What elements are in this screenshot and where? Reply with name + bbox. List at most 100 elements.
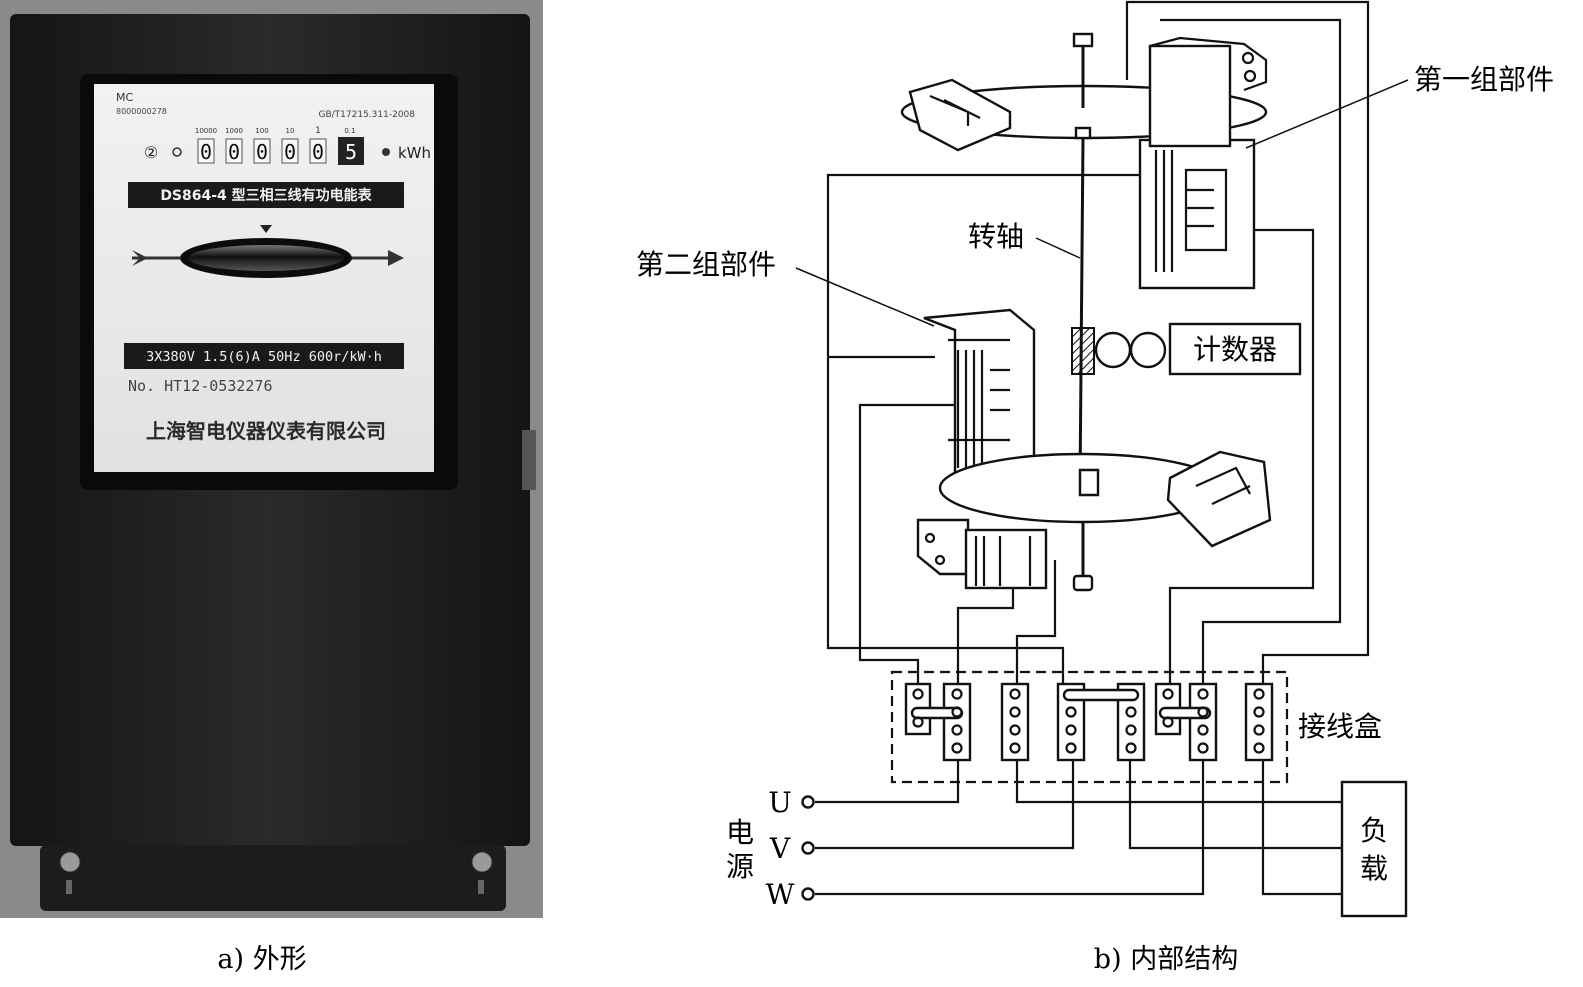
- brake-magnet-lower: [1166, 450, 1272, 548]
- counter-gear-icon: [1129, 331, 1167, 369]
- rotating-shaft: [1078, 137, 1085, 486]
- register-digit: 0: [256, 140, 268, 164]
- seal-hole: [66, 880, 72, 894]
- register-scale: 10000 1000 100 10 1 0.1: [195, 126, 356, 136]
- label-phase-v: V: [769, 832, 791, 865]
- current-coil-core: [1138, 138, 1256, 290]
- label-phase-w: W: [766, 878, 795, 911]
- mount-hole-icon: [1241, 51, 1255, 65]
- register-digit-decimal: 5: [345, 140, 357, 164]
- terminal-post: [1000, 682, 1030, 762]
- label-shaft: 转轴: [968, 220, 1024, 253]
- wire: [826, 173, 1140, 700]
- terminal-link: [1158, 706, 1212, 720]
- register-digits: 0 0 0 0 0 5: [197, 137, 364, 165]
- wire-load: [1128, 745, 1342, 850]
- register-scale-label: 10000: [195, 127, 217, 135]
- label-terminal-box: 接线盒: [1298, 710, 1382, 743]
- leader-group2: [795, 267, 935, 327]
- current-coil-core-2: [964, 528, 1048, 590]
- lower-bracket: [916, 518, 970, 576]
- wire: [1125, 0, 1370, 700]
- label-counter: 计数器: [1193, 333, 1277, 366]
- register-digit: 0: [284, 140, 296, 164]
- terminal-screws: [912, 688, 1265, 754]
- lower-element: [916, 308, 1272, 590]
- cover-screw-icon: [59, 851, 81, 873]
- terminal-post: [1188, 682, 1218, 762]
- register-scale-label: 1: [315, 126, 321, 136]
- structure-diagram: 计数器: [636, 0, 1554, 918]
- source-terminal-icon: [801, 841, 815, 855]
- phase-symbol: ②: [144, 143, 158, 162]
- counter-box: [1168, 322, 1302, 376]
- label-source: 源: [726, 850, 754, 883]
- caption-right: b) 内部结构: [1094, 944, 1238, 975]
- register-digit: 0: [228, 140, 240, 164]
- terminal-box-outline: [890, 670, 1289, 784]
- source-terminal-icon: [801, 887, 815, 901]
- leader-group1: [1245, 79, 1409, 149]
- wire: [956, 580, 1015, 700]
- brake-magnet-upper-detail: [929, 94, 981, 126]
- current-coil-windings: [1154, 150, 1228, 272]
- wire-load: [1015, 745, 1342, 804]
- voltage-coil-2-detail: [990, 368, 1010, 412]
- voltage-coil-core-2: [923, 308, 1036, 480]
- meter-unit: kWh: [398, 144, 431, 162]
- voltage-coil-2-windings: [956, 350, 984, 468]
- current-coil-2-windings: [974, 536, 1032, 586]
- wire-v: [815, 745, 1075, 850]
- shaft-bearing: [1074, 126, 1092, 140]
- register-digit: 0: [312, 140, 324, 164]
- meter-license: 8000000278: [116, 107, 167, 116]
- model-strip: [128, 182, 404, 208]
- label-load: 负: [1360, 814, 1388, 847]
- wire-u: [815, 745, 960, 804]
- voltage-coil-bracket: [1149, 36, 1268, 92]
- register-scale-label: 100: [255, 127, 268, 135]
- meter-disc: [188, 245, 344, 271]
- caption-left: a) 外形: [217, 944, 306, 975]
- rating-strip: [124, 343, 404, 369]
- meter-mark: MC: [116, 91, 133, 104]
- disc-mark-icon: [260, 225, 272, 233]
- shaft-bottom-bearing: [1072, 574, 1094, 592]
- register-digit: 0: [200, 140, 212, 164]
- shaft-collar: [1078, 468, 1100, 497]
- source-terminal-icon: [801, 795, 815, 809]
- mount-hole-icon: [934, 554, 946, 566]
- mount-hole-icon: [1243, 69, 1257, 83]
- label-group2: 第二组部件: [636, 248, 776, 281]
- label-source: 电: [726, 816, 754, 849]
- register-screw-icon: [172, 147, 182, 157]
- meter-rating: 3X380V 1.5(6)A 50Hz 600r/kW·h: [146, 349, 382, 365]
- shaft-top-bearing: [1072, 32, 1094, 48]
- counter-gear-icon: [1094, 331, 1132, 369]
- cover-screw-icon: [471, 851, 493, 873]
- meter-serial: No. HT12-0532276: [128, 377, 273, 395]
- meter-model: DS864-4 型三相三线有功电能表: [160, 187, 372, 204]
- label-phase-u: U: [768, 786, 792, 819]
- mount-hole-icon: [924, 532, 936, 544]
- register-scale-label: 10: [286, 127, 295, 135]
- wire: [1015, 560, 1057, 700]
- wire: [858, 403, 975, 700]
- wire: [1168, 228, 1315, 700]
- meter-standard: GB/T17215.311-2008: [319, 110, 416, 120]
- terminal-post: [1244, 682, 1274, 762]
- terminal-link: [1062, 688, 1140, 702]
- pulse-led-icon: [382, 148, 390, 156]
- register-scale-label: 1000: [225, 127, 243, 135]
- terminal-box: [890, 670, 1289, 784]
- terminal-post: [942, 682, 972, 762]
- shaft-assembly: 计数器: [1071, 32, 1302, 592]
- worm-gear: [1071, 327, 1095, 375]
- wiring: [815, 0, 1370, 896]
- wire-w: [815, 745, 1205, 896]
- label-group1: 第一组部件: [1414, 63, 1554, 96]
- wire-load: [1261, 745, 1342, 896]
- rotation-arrow-feather-icon: [132, 250, 148, 266]
- seal-hole: [478, 880, 484, 894]
